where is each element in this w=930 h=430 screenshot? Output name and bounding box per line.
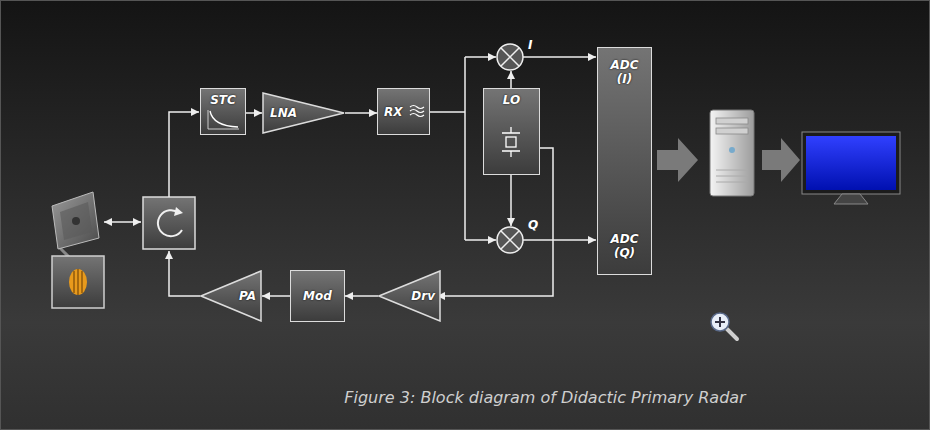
node-text: ADC (Q) xyxy=(604,232,646,260)
circulator-symbol xyxy=(143,197,195,249)
signal-name: Q xyxy=(528,218,538,232)
rotation-icon xyxy=(52,256,104,308)
zoom-icon xyxy=(711,313,737,339)
signal-connector xyxy=(345,295,378,297)
node-text: LNA xyxy=(270,106,297,120)
lna-amplifier: LNA xyxy=(262,92,345,134)
node-text: RX xyxy=(384,105,403,119)
signal-name: I xyxy=(528,38,532,52)
adc-box: ADC (I) ADC (Q) xyxy=(597,47,652,275)
node-text: LO xyxy=(503,93,520,107)
power-amplifier: PA xyxy=(200,270,262,322)
figure-caption: Figure 3: Block diagram of Didactic Prim… xyxy=(180,388,910,407)
modulator-box: Mod xyxy=(290,270,345,322)
node-text: Drv xyxy=(411,289,435,303)
signal-connector xyxy=(262,295,290,297)
lo-oscillator-box: LO xyxy=(483,88,540,175)
stc-box: STC xyxy=(200,88,246,135)
node-text: Mod xyxy=(303,289,332,303)
connectors xyxy=(246,113,378,296)
node-text: STC xyxy=(210,93,236,107)
rx-filter-box: RX xyxy=(377,88,430,135)
antenna-icon xyxy=(52,192,99,258)
wire xyxy=(104,57,596,296)
monitor-icon xyxy=(802,132,900,204)
node-text: ADC (I) xyxy=(604,58,646,86)
driver-amplifier: Drv xyxy=(378,270,441,322)
stc-curve-symbol xyxy=(206,109,240,131)
node-text: PA xyxy=(239,289,256,303)
filter-symbol xyxy=(409,103,425,119)
crystal-symbol xyxy=(497,127,525,157)
signal-connector xyxy=(345,112,377,114)
signal-connector xyxy=(246,112,262,114)
computer-icon xyxy=(710,110,754,196)
